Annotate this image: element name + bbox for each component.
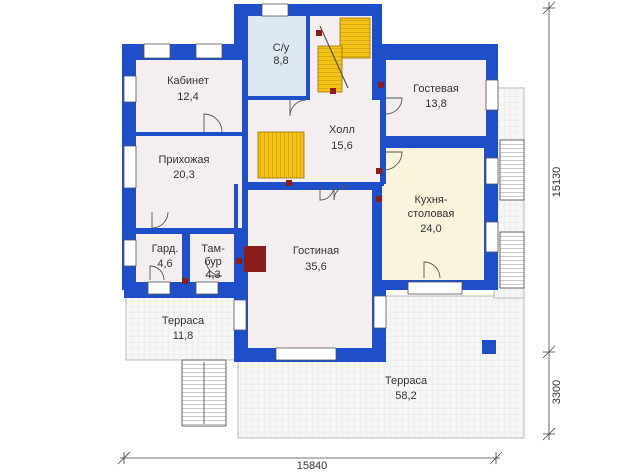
windows — [123, 3, 499, 361]
room-terrasa2-name: Терраса — [385, 375, 428, 387]
room-terrasa2-area: 58,2 — [395, 390, 416, 402]
window — [485, 157, 499, 185]
room-tambur-name-line2: бур — [204, 256, 222, 268]
doors — [149, 97, 441, 281]
door-swing — [385, 97, 403, 115]
room-kuhnya-area: 24,0 — [420, 223, 441, 235]
room-su-name: С/у — [273, 42, 290, 54]
room-su-area: 8,8 — [273, 55, 288, 67]
window — [143, 43, 171, 59]
door-swing — [149, 265, 165, 281]
dimension-depth-main: 15130 — [551, 167, 563, 198]
room-kuhnya-floor — [382, 148, 484, 280]
room-tambur-area: 4,3 — [205, 269, 220, 281]
room-tambur-floor — [190, 234, 234, 282]
window — [147, 281, 171, 295]
room-kabinet-name: Кабинет — [167, 75, 209, 87]
markers — [182, 30, 384, 284]
fireplace — [244, 246, 266, 272]
window — [195, 281, 219, 295]
room-holl-area: 15,6 — [331, 140, 352, 152]
window — [485, 221, 499, 253]
window — [195, 43, 223, 59]
room-su-floor — [248, 16, 306, 98]
stair-flight-side — [317, 45, 343, 93]
room-labels: С/у 8,8 Кабинет 12,4 Гостевая 13,8 Холл … — [152, 42, 459, 402]
stair-flight-top — [339, 17, 371, 59]
room-gard-area: 4,6 — [157, 258, 172, 270]
room-kuhnya-name-line1: Кухня- — [414, 194, 447, 206]
door-swing — [203, 113, 223, 133]
door-swing — [151, 211, 169, 229]
door-swing — [205, 259, 223, 277]
dimension-width: 15840 — [297, 460, 328, 472]
room-gard-floor — [136, 234, 182, 282]
room-prihozh-floor — [136, 136, 242, 228]
stairs-side-lower — [499, 231, 525, 289]
room-gard-name: Гард. — [152, 243, 179, 255]
room-gostevaya-name: Гостевая — [413, 83, 459, 95]
stair-flight-hall — [257, 131, 305, 179]
window — [275, 347, 337, 361]
room-terrasa1-name: Терраса — [162, 315, 205, 327]
room-tambur-name-line1: Там- — [201, 243, 225, 255]
room-kabinet-area: 12,4 — [177, 91, 198, 103]
door-swing — [423, 261, 441, 279]
room-gostinaya-name: Гостиная — [293, 245, 339, 257]
door-swing — [383, 151, 403, 171]
window — [123, 239, 137, 267]
window — [373, 295, 387, 329]
window — [233, 299, 247, 331]
stairs-side-upper — [499, 139, 525, 201]
window — [123, 145, 137, 189]
room-gostinaya-floor — [248, 190, 372, 348]
window — [261, 3, 289, 17]
internal-stairs — [257, 17, 371, 179]
window — [485, 79, 499, 111]
terrace-small-floor — [125, 295, 241, 361]
window — [407, 281, 463, 295]
room-prihozh-area: 20,3 — [173, 169, 194, 181]
room-gostevaya-area: 13,8 — [425, 98, 446, 110]
dimension-lines — [117, 1, 556, 465]
door-swing — [289, 99, 307, 117]
room-gostinaya-area: 35,6 — [305, 261, 326, 273]
room-gostevaya-floor — [386, 60, 486, 136]
room-terrasa1-area: 11,8 — [173, 330, 194, 342]
door-swing — [333, 185, 349, 201]
room-holl-name: Холл — [329, 124, 355, 136]
room-kuhnya-name-line2: столовая — [408, 208, 455, 220]
room-kabinet-floor — [136, 60, 244, 132]
external-stairs — [181, 139, 525, 427]
window — [123, 75, 137, 103]
dimension-depth-terrace: 3300 — [551, 380, 563, 404]
room-prihozh-name: Прихожая — [159, 154, 210, 166]
